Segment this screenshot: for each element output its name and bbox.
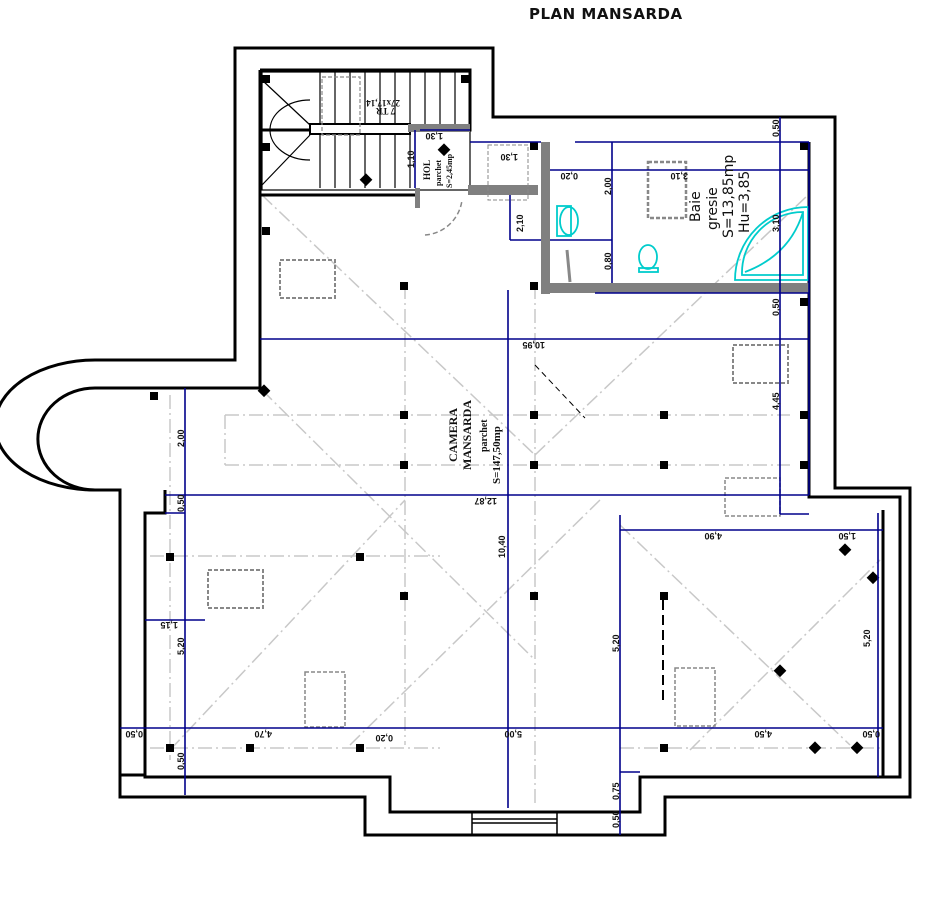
partition-walls — [408, 124, 809, 294]
hall-chimney-outline — [487, 144, 529, 201]
dim-right-lower-top2: 1,50 — [838, 531, 856, 541]
dim-right-lower-v1: 5,20 — [611, 634, 621, 652]
dim-left-4: 0,50 — [176, 752, 186, 770]
stair-label-2: 7 TR — [375, 106, 395, 116]
window-bottom — [471, 812, 558, 835]
bath-chimney-outline — [646, 160, 688, 220]
hol-finish: parchet — [434, 160, 443, 186]
toilet-icon — [638, 244, 658, 270]
dimension-lines — [120, 117, 883, 835]
bath-fixtures — [556, 205, 809, 281]
hol-name: HOL — [422, 160, 432, 180]
dim-bottom-1: 0,50 — [125, 729, 143, 739]
sink-icon — [556, 205, 572, 237]
dim-bottom-4: 5,00 — [504, 729, 522, 739]
dim-diag-total: 12,87 — [474, 496, 497, 506]
dim-bottom-5: 4,50 — [754, 729, 772, 739]
baie-height: Hu=3,85 — [737, 171, 753, 233]
staircase — [261, 71, 471, 191]
toilet-tank-icon — [638, 267, 659, 273]
dim-hall-2: 2,10 — [515, 214, 525, 232]
dim-right-upper-1: 0,50 — [771, 119, 781, 137]
dim-bottom-6: 0,50 — [862, 729, 880, 739]
shower-tray-icon — [734, 206, 809, 281]
room-label-baie: Baie gresie S=13,85mp Hu=3,85 — [688, 155, 753, 238]
dim-top-wall: 10,95 — [522, 340, 545, 350]
dim-bottom-3: 0,20 — [375, 733, 393, 743]
stair-label-1: 27x17,14 — [366, 98, 400, 108]
dim-right-upper-4: 4,45 — [771, 392, 781, 410]
baie-area: S=13,85mp — [721, 155, 737, 238]
door-leaf-baie — [565, 249, 572, 283]
dim-bottom-2: 4,70 — [254, 729, 272, 739]
dim-bath-w2: 3,10 — [670, 171, 688, 181]
dim-right-upper-2: 3,10 — [771, 214, 781, 232]
dim-bath-h2: 0,80 — [603, 252, 613, 270]
dim-bath-w1: 0,20 — [560, 171, 578, 181]
dim-left-2: 0,50 — [176, 494, 186, 512]
dim-bottom-v1: 0,75 — [611, 782, 621, 800]
dim-right-lower-top1: 4,90 — [704, 531, 722, 541]
hol-area: S=2,45mp — [445, 153, 454, 188]
dim-left-3: 5,20 — [176, 637, 186, 655]
room-label-camera: CAMERA MANSARDA parchet S=147,50mp — [446, 400, 503, 484]
dim-bath-h1: 2,00 — [603, 177, 613, 195]
baie-finish: gresie — [705, 187, 721, 230]
baie-name: Baie — [688, 191, 704, 222]
section-line — [534, 364, 586, 419]
dim-left-1: 2,00 — [176, 429, 186, 447]
dim-hol-1: 1,30 — [425, 131, 443, 141]
plan-title: PLAN MANSARDA — [529, 5, 683, 23]
dim-bottom-v2: 0,50 — [611, 810, 621, 828]
dim-right-lower-v2: 5,20 — [862, 629, 872, 647]
dim-right-upper-3: 0,50 — [771, 298, 781, 316]
structural-posts — [150, 75, 880, 755]
camera-area: S=147,50mp — [491, 426, 503, 484]
sink-basin-icon — [559, 206, 579, 236]
dim-left-5: 1,15 — [160, 620, 178, 630]
camera-name-2: MANSARDA — [460, 400, 474, 470]
dim-mid-vertical: 10,40 — [497, 535, 507, 558]
room-label-hol: HOL parchet S=2,45mp — [422, 153, 454, 188]
door-swing-hol — [424, 199, 463, 236]
camera-name-1: CAMERA — [446, 408, 460, 462]
dim-hol-2: 1,10 — [406, 150, 416, 168]
camera-finish: parchet — [479, 419, 490, 452]
dim-hall-1: 1,30 — [500, 152, 518, 162]
chimney-outlines — [207, 259, 789, 728]
